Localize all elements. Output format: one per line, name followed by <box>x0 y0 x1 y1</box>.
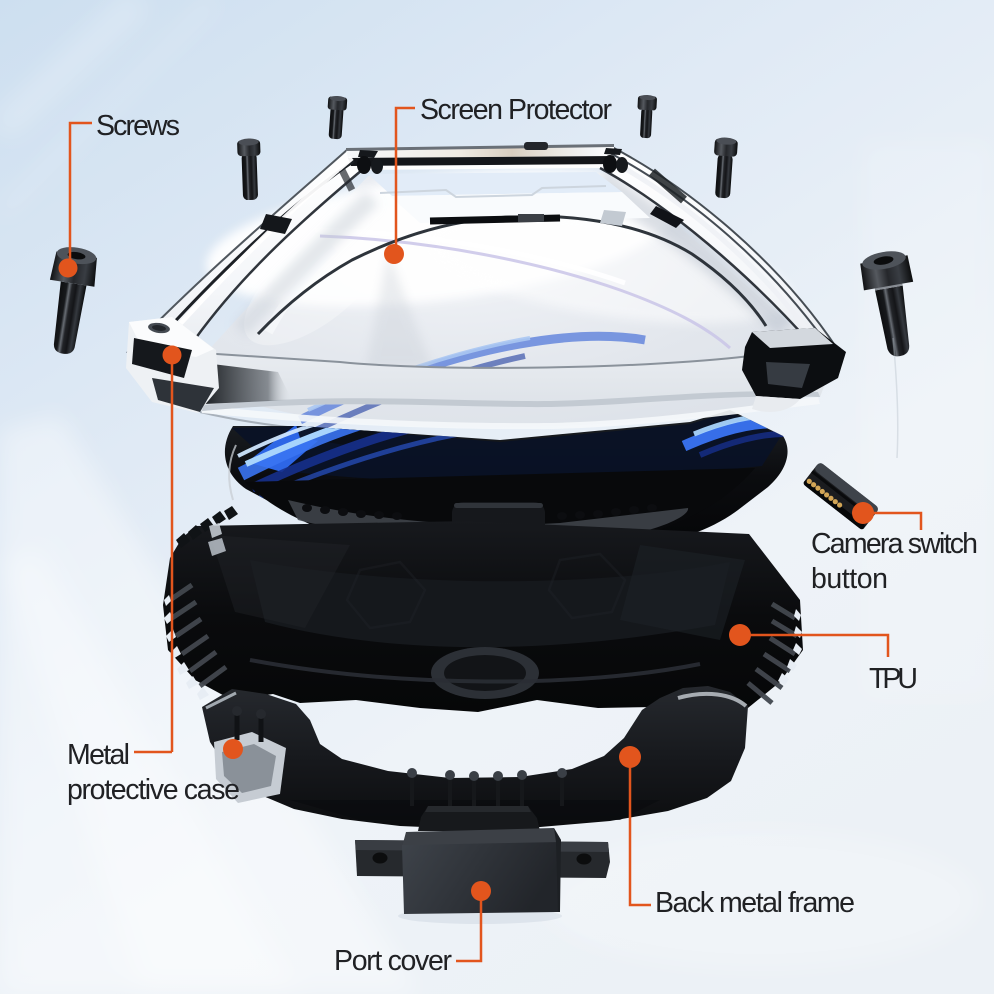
svg-text:Port cover: Port cover <box>334 945 453 977</box>
svg-text:Metal: Metal <box>67 739 130 771</box>
svg-text:TPU: TPU <box>869 663 918 695</box>
svg-text:button: button <box>811 563 888 595</box>
svg-text:Camera switch: Camera switch <box>811 528 978 560</box>
svg-text:protective case: protective case <box>67 774 240 806</box>
svg-text:Screen Protector: Screen Protector <box>420 94 613 126</box>
svg-text:Screws: Screws <box>96 110 180 142</box>
svg-text:Back metal frame: Back metal frame <box>655 887 855 919</box>
